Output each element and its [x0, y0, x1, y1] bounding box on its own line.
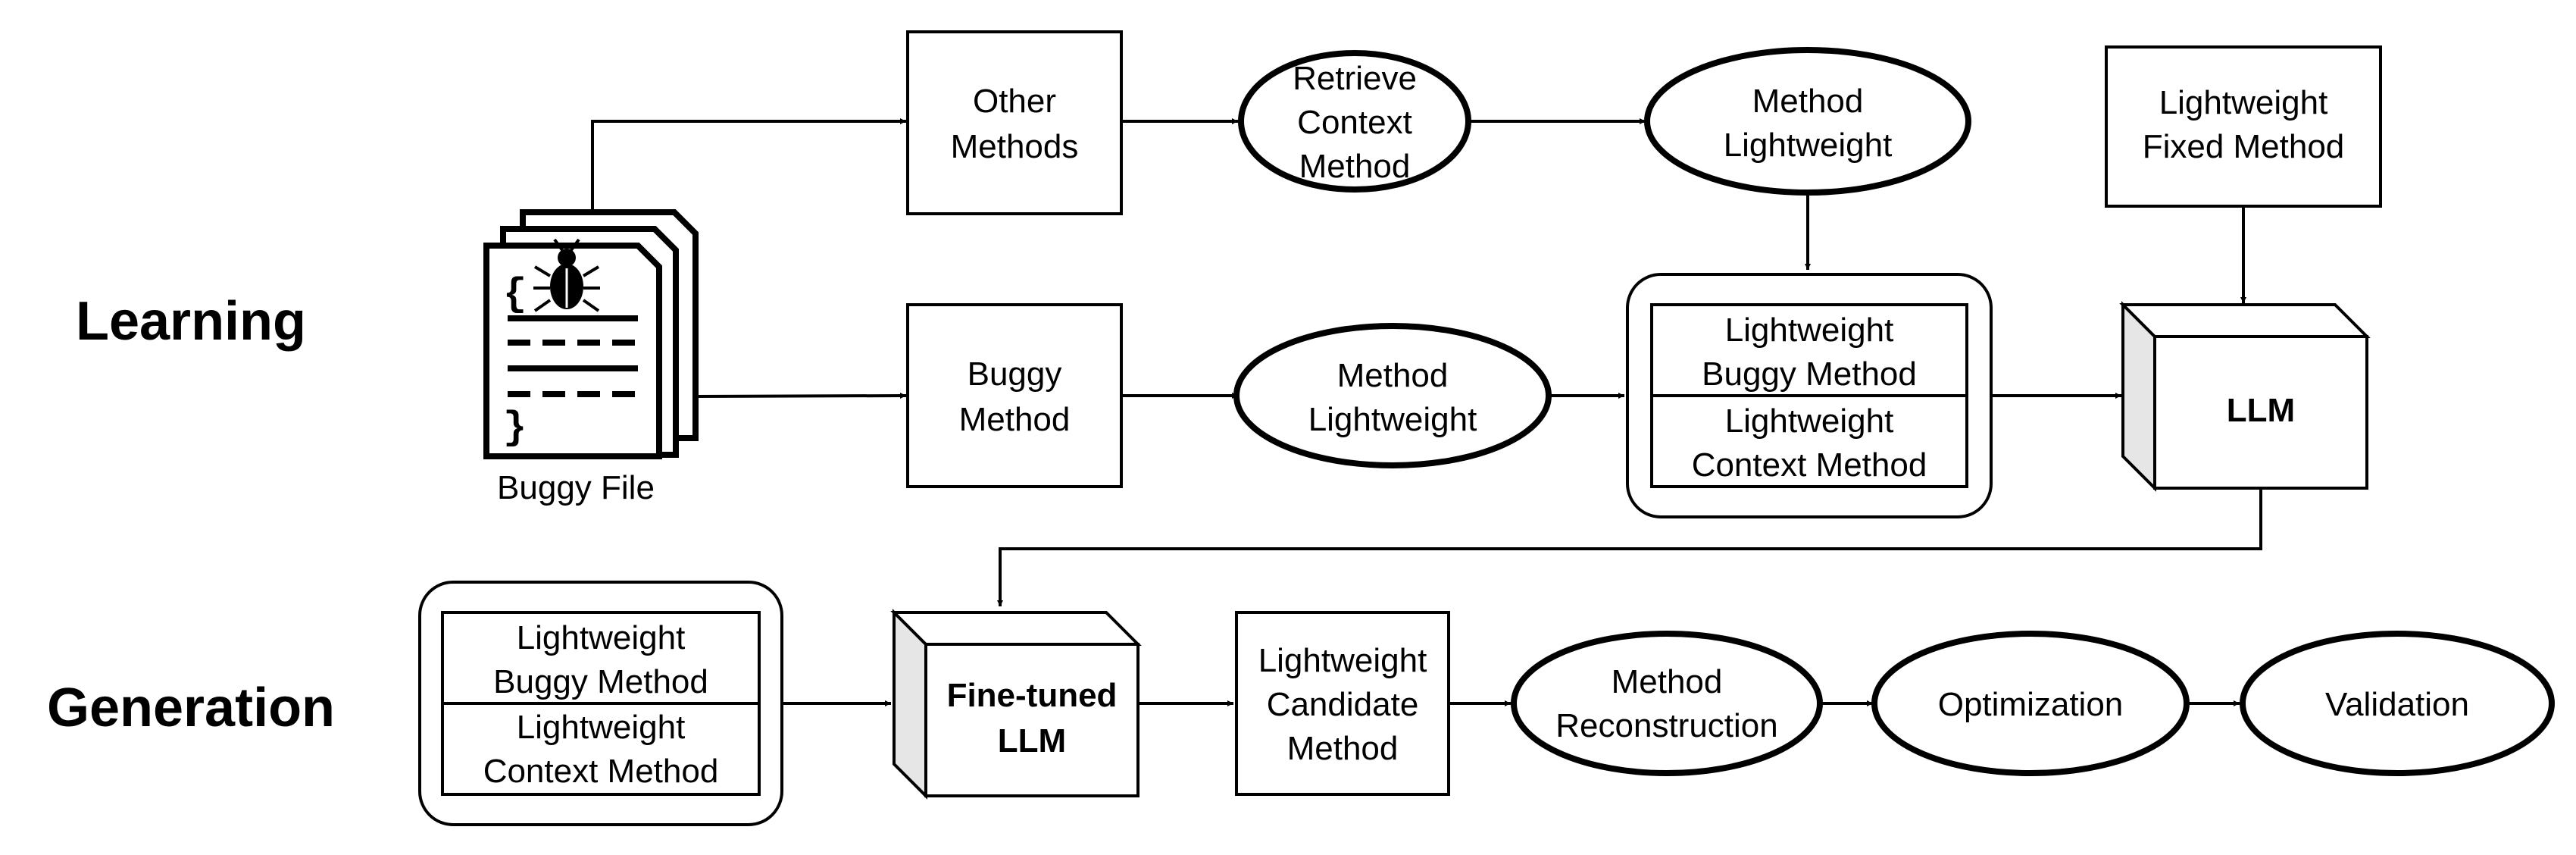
buggy-file-label: Buggy File [497, 469, 655, 506]
method-lightweight-mid-ellipse [1233, 323, 1552, 468]
generation-pair-context-cell [441, 702, 761, 796]
learning-pair-context-line2: Context Method [1692, 446, 1927, 484]
generation-pair-context-line2: Context Method [483, 753, 719, 790]
optimization-label: Optimization [1938, 686, 2124, 723]
buggy-method-box [906, 303, 1123, 488]
candidate-label-line2: Candidate [1267, 686, 1419, 723]
phase-label-learning: Learning [76, 291, 306, 352]
lightweight-mid-label-line1: Method [1337, 357, 1449, 394]
buggy-method-label-line2: Method [959, 401, 1071, 438]
generation-pair-buggy-line1: Lightweight [517, 619, 686, 656]
fine-tuned-llm-label-line2: LLM [998, 722, 1066, 759]
buggy-method-label-line1: Buggy [968, 355, 1062, 393]
generation-pair-buggy-cell [441, 611, 761, 705]
other-methods-label-line2: Methods [951, 128, 1079, 165]
learning-pair-buggy-line2: Buggy Method [1702, 355, 1917, 393]
reconstruction-label-line1: Method [1612, 663, 1723, 700]
llm-label: LLM [2227, 392, 2295, 429]
generation-pair-context-line1: Lightweight [517, 709, 686, 746]
edge-llm-to-fine-tuned [997, 488, 2262, 606]
validation-ellipse [2240, 631, 2555, 776]
other-methods-label-line1: Other [973, 83, 1056, 120]
validation-label: Validation [2325, 686, 2469, 723]
learning-pair-context-cell [1650, 394, 1968, 488]
lightweight-mid-label-line2: Lightweight [1308, 401, 1477, 438]
lightweight-top-label-line2: Lightweight [1724, 127, 1893, 164]
retrieve-label-line2: Context [1297, 104, 1412, 141]
learning-pair-context-line1: Lightweight [1725, 402, 1894, 440]
buggy-file-icon: { } [483, 209, 699, 459]
retrieve-label-line3: Method [1299, 148, 1411, 185]
fine-tuned-llm-label-line1: Fine-tuned [947, 677, 1118, 714]
candidate-label-line1: Lightweight [1258, 642, 1427, 679]
reconstruction-label-line2: Reconstruction [1555, 707, 1777, 744]
lightweight-top-label-line1: Method [1752, 83, 1864, 120]
lightweight-fixed-method-box [2105, 45, 2382, 208]
method-reconstruction-ellipse [1511, 631, 1823, 776]
candidate-method-box [1235, 611, 1450, 796]
learning-pair-buggy-line1: Lightweight [1725, 312, 1894, 349]
fixed-method-label-line1: Lightweight [2159, 84, 2328, 121]
fixed-method-label-line2: Fixed Method [2143, 128, 2345, 165]
phase-label-generation: Generation [47, 678, 335, 738]
svg-text:{: { [503, 272, 527, 317]
learning-pair-buggy-cell [1650, 303, 1968, 397]
generation-pair-buggy-line2: Buggy Method [493, 663, 708, 700]
other-methods-box [906, 30, 1123, 215]
method-lightweight-top-ellipse [1644, 47, 1971, 196]
retrieve-label-line1: Retrieve [1293, 60, 1417, 97]
fine-tuned-llm-cube [890, 609, 1142, 800]
candidate-label-line3: Method [1287, 730, 1399, 767]
bug-icon [533, 238, 600, 312]
edge-file-to-other-methods [591, 118, 906, 212]
svg-text:}: } [503, 406, 527, 450]
